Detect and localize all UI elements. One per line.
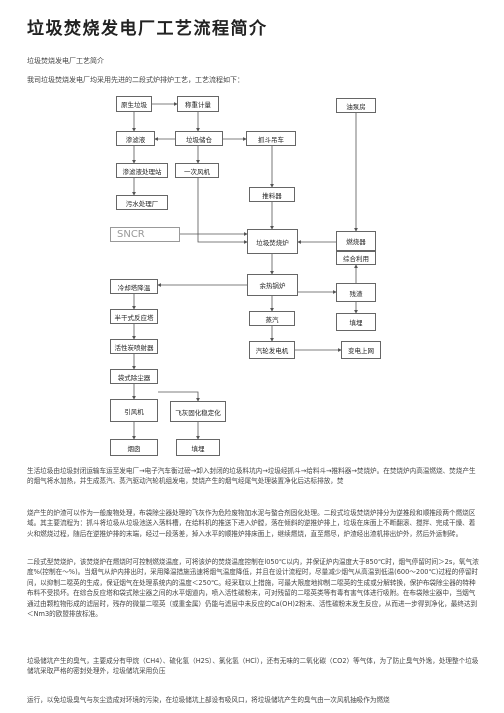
box-slag: 残渣	[336, 283, 376, 302]
paragraph-4-text: 垃圾储坑产生的臭气，主要成分有甲烷（CH4）、硫化氢（H2S）、氯化氢（HCl）…	[27, 657, 479, 676]
page-title: 垃圾焚烧发电厂工艺流程简介	[27, 19, 268, 39]
paragraph-4: 垃圾储坑产生的臭气，主要成分有甲烷（CH4）、硫化氢（H2S）、氯化氢（HCl）…	[27, 656, 479, 687]
box-fly-ash-solidification: 飞灰固化稳定化	[170, 401, 226, 422]
box-landfill-slag: 填埋	[336, 313, 376, 331]
box-sncr: SNCR	[110, 227, 180, 242]
box-burner: 燃烧器	[336, 231, 376, 251]
box-sewage-plant: 污水处理厂	[116, 195, 168, 210]
page-subtitle: 垃圾焚烧发电厂工艺简介	[27, 57, 104, 65]
flow-connectors	[132, 102, 358, 440]
box-feeder: 推料器	[249, 187, 295, 202]
paragraph-2-text: 烧产生的炉渣可以作为一般废物处理，布袋除尘器处理的飞灰作为危险废物加水泥与螯合剂…	[27, 509, 476, 538]
paragraph-5: 运行，以免垃圾臭气与灰尘造成对环境的污染，在垃圾储坑上部设有吸风口，将垃圾储坑产…	[27, 695, 479, 706]
paragraph-1: 生活垃圾由垃圾封闭运输车运至发电厂→电子汽车衡过磅→卸入封闭的垃圾料坑内→垃圾经…	[27, 466, 479, 502]
box-substation: 变电上网	[341, 341, 381, 359]
paragraph-1-text: 生活垃圾由垃圾封闭运输车运至发电厂→电子汽车衡过磅→卸入封闭的垃圾料坑内→垃圾经…	[27, 467, 476, 486]
box-crane-feed: 抓斗吊车	[246, 131, 296, 146]
process-flow-diagram: 原生垃圾 称重计量 渗滤液 垃圾储仓 抓斗吊车 渗滤液处理站 污水处理厂 一次风…	[110, 92, 386, 460]
box-waste-heat-boiler: 余热锅炉	[247, 274, 298, 296]
box-incinerator: 垃圾焚烧炉	[247, 229, 298, 254]
box-chimney: 烟囱	[110, 439, 158, 456]
intro-text: 我司垃圾焚烧发电厂均采用先进的二段式炉排炉工艺，工艺流程如下：	[27, 76, 244, 84]
paragraph-3: 二段式型焚烧炉，该焚烧炉在燃烧时可控制燃烧温度，可将该炉的焚烧温度控制在l050…	[27, 557, 479, 651]
box-leachate-treatment: 渗滤液处理站	[116, 163, 168, 178]
box-slag-utilization: 综合利用	[336, 251, 376, 265]
box-garbage-storage: 垃圾储仓	[175, 131, 223, 146]
box-weighing: 称重计量	[177, 96, 219, 112]
box-leachate: 渗滤液	[116, 131, 155, 146]
paragraph-5-text: 运行，以免垃圾臭气与灰尘造成对环境的污染，在垃圾储坑上部设有吸风口，将垃圾储坑产…	[27, 696, 390, 704]
box-semi-dry-reactor: 半干式反应塔	[110, 309, 158, 324]
box-fuel-oil: 油泵房	[336, 98, 376, 113]
box-cooling-tower: 冷却塔降温	[110, 279, 158, 294]
box-induced-draft-fan: 引风机	[110, 399, 158, 422]
paragraph-2: 烧产生的炉渣可以作为一般废物处理，布袋除尘器处理的飞灰作为危险废物加水泥与螯合剂…	[27, 508, 479, 550]
box-primary-air-fan: 一次风机	[175, 163, 219, 178]
box-turbine-generator: 汽轮发电机	[249, 341, 295, 359]
box-activated-carbon: 活性炭喷射器	[110, 339, 158, 354]
box-landfill-fly-ash: 填埋	[176, 439, 220, 456]
box-steam: 蒸汽	[249, 311, 295, 326]
box-bag-filter: 袋式除尘器	[110, 369, 158, 384]
box-raw-garbage: 原生垃圾	[116, 96, 152, 112]
paragraph-3-text: 二段式型焚烧炉，该焚烧炉在燃烧时可控制燃烧温度，可将该炉的焚烧温度控制在l050…	[27, 558, 479, 619]
